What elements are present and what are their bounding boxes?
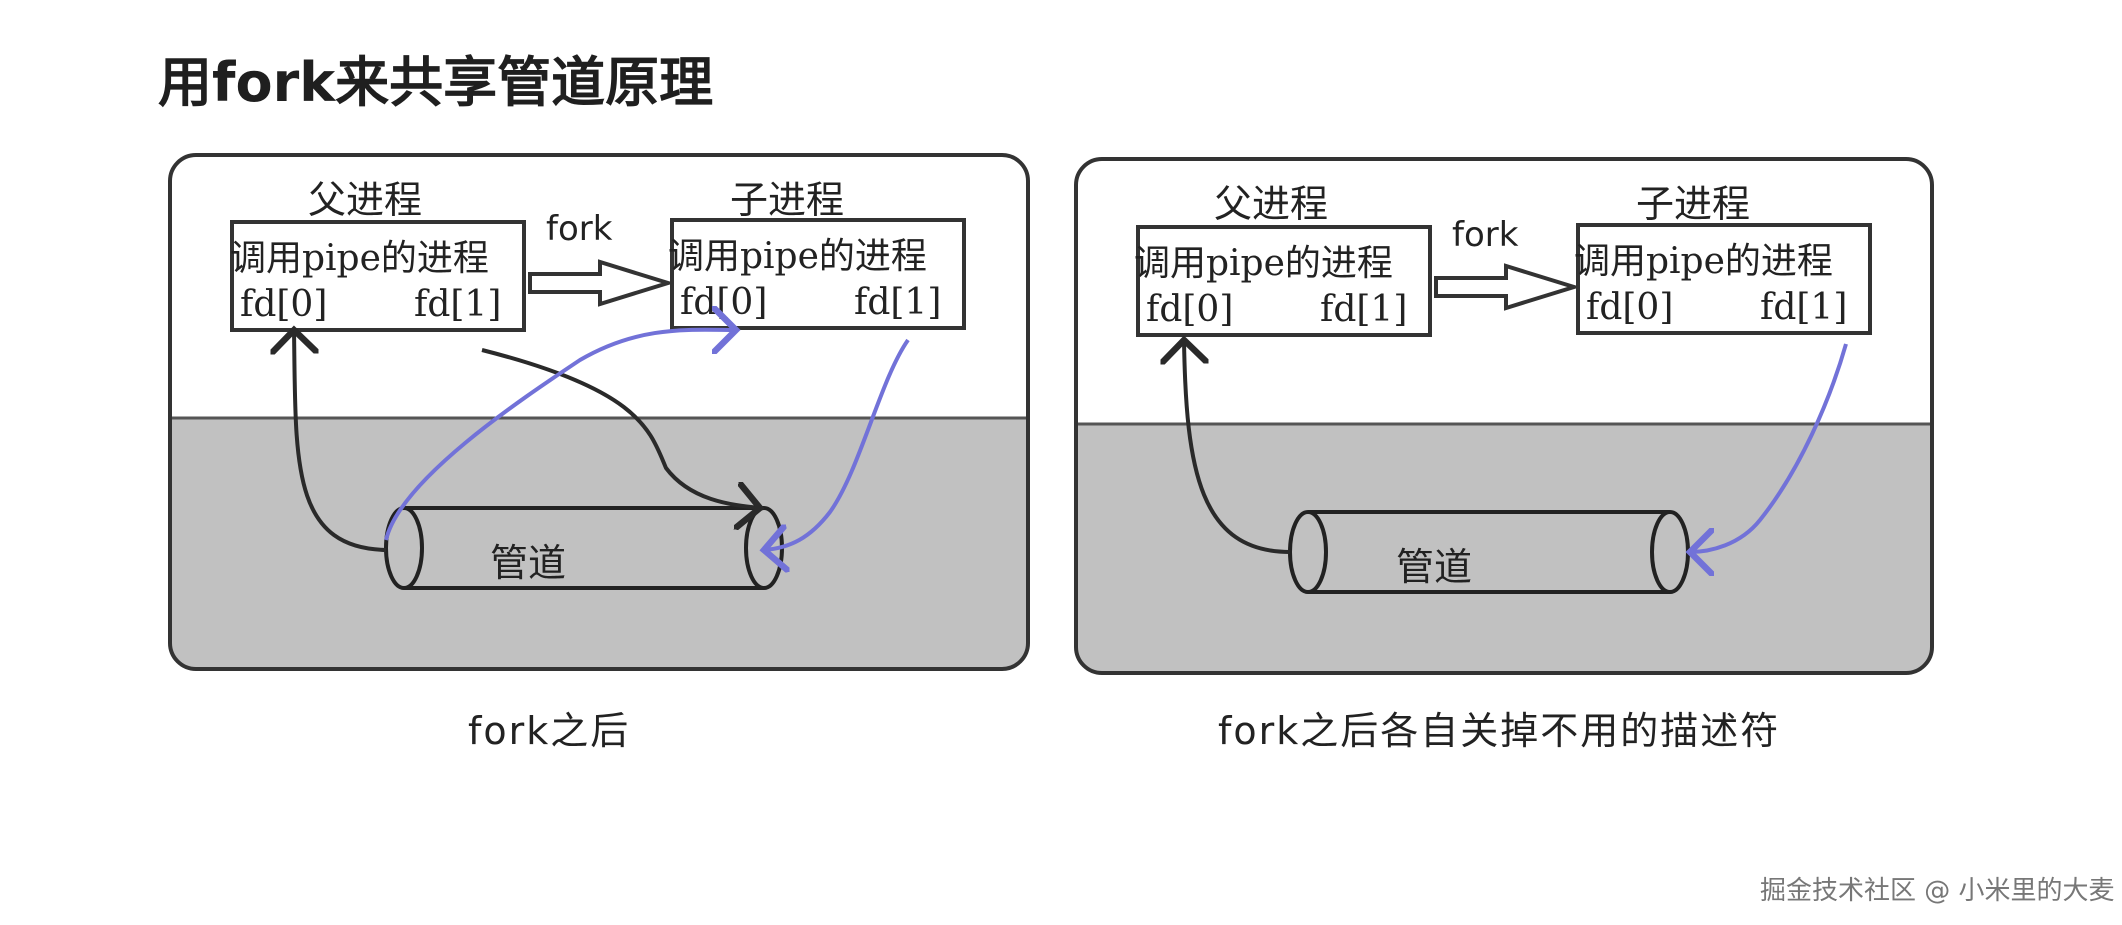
panel-frame	[168, 153, 1030, 671]
child-process-box: 调用pipe的进程 fd[0] fd[1]	[668, 218, 966, 330]
parent-heading: 父进程	[308, 178, 422, 222]
parent-process-box: 调用pipe的进程 fd[0] fd[1]	[1134, 225, 1432, 337]
child-fd1-to-pipe-arrow	[1690, 343, 1848, 552]
child-process-label: 调用pipe的进程	[668, 236, 927, 277]
pipe-cylinder: 管道	[384, 506, 784, 590]
parent-process-label: 调用pipe的进程	[1134, 243, 1393, 284]
child-fd0: fd[0]	[1586, 287, 1673, 328]
child-fd1: fd[1]	[854, 282, 941, 323]
child-fd1: fd[1]	[1760, 287, 1847, 328]
fork-arrow-label: fork	[546, 209, 613, 249]
pipe-to-child-fd0-arrow	[384, 330, 736, 541]
fork-arrow: fork	[528, 209, 675, 307]
pipe-label: 管道	[490, 541, 566, 585]
child-process-label: 调用pipe的进程	[1574, 241, 1833, 282]
parent-fd1: fd[1]	[414, 284, 501, 325]
child-heading: 子进程	[1636, 182, 1750, 226]
pipe-to-parent-fd0-arrow	[1184, 340, 1291, 554]
parent-heading: 父进程	[1214, 182, 1328, 226]
parent-fd0: fd[0]	[240, 284, 327, 325]
caption-left: fork之后	[468, 709, 631, 753]
panel-right: 父进程 子进程 调用pipe的进程 fd[0] fd[1] fork 调用pip…	[1074, 157, 1934, 675]
pipe-cylinder: 管道	[1288, 510, 1690, 594]
parent-fd1-to-pipe-arrow	[481, 348, 760, 508]
fork-arrow-label: fork	[1452, 215, 1519, 255]
child-fd0: fd[0]	[680, 282, 767, 323]
caption-right: fork之后各自关掉不用的描述符	[1218, 709, 1781, 753]
slide-title: 用fork来共享管道原理	[158, 51, 714, 114]
pipe-label: 管道	[1396, 545, 1472, 589]
fork-arrow: fork	[1434, 215, 1581, 311]
child-heading: 子进程	[730, 178, 844, 222]
parent-fd1: fd[1]	[1320, 289, 1407, 330]
panel-frame	[1074, 157, 1934, 675]
parent-process-label: 调用pipe的进程	[230, 238, 489, 279]
child-process-box: 调用pipe的进程 fd[0] fd[1]	[1574, 223, 1872, 335]
parent-fd0: fd[0]	[1146, 289, 1233, 330]
watermark: 掘金技术社区 @ 小米里的大麦	[1760, 876, 2115, 906]
pipe-to-parent-fd0-arrow	[294, 330, 387, 552]
parent-process-box: 调用pipe的进程 fd[0] fd[1]	[230, 220, 526, 332]
panel-left: 父进程 子进程 调用pipe的进程 fd[0] fd[1] fork 调用pip…	[168, 153, 1030, 671]
child-fd1-to-pipe-arrow	[764, 338, 910, 550]
